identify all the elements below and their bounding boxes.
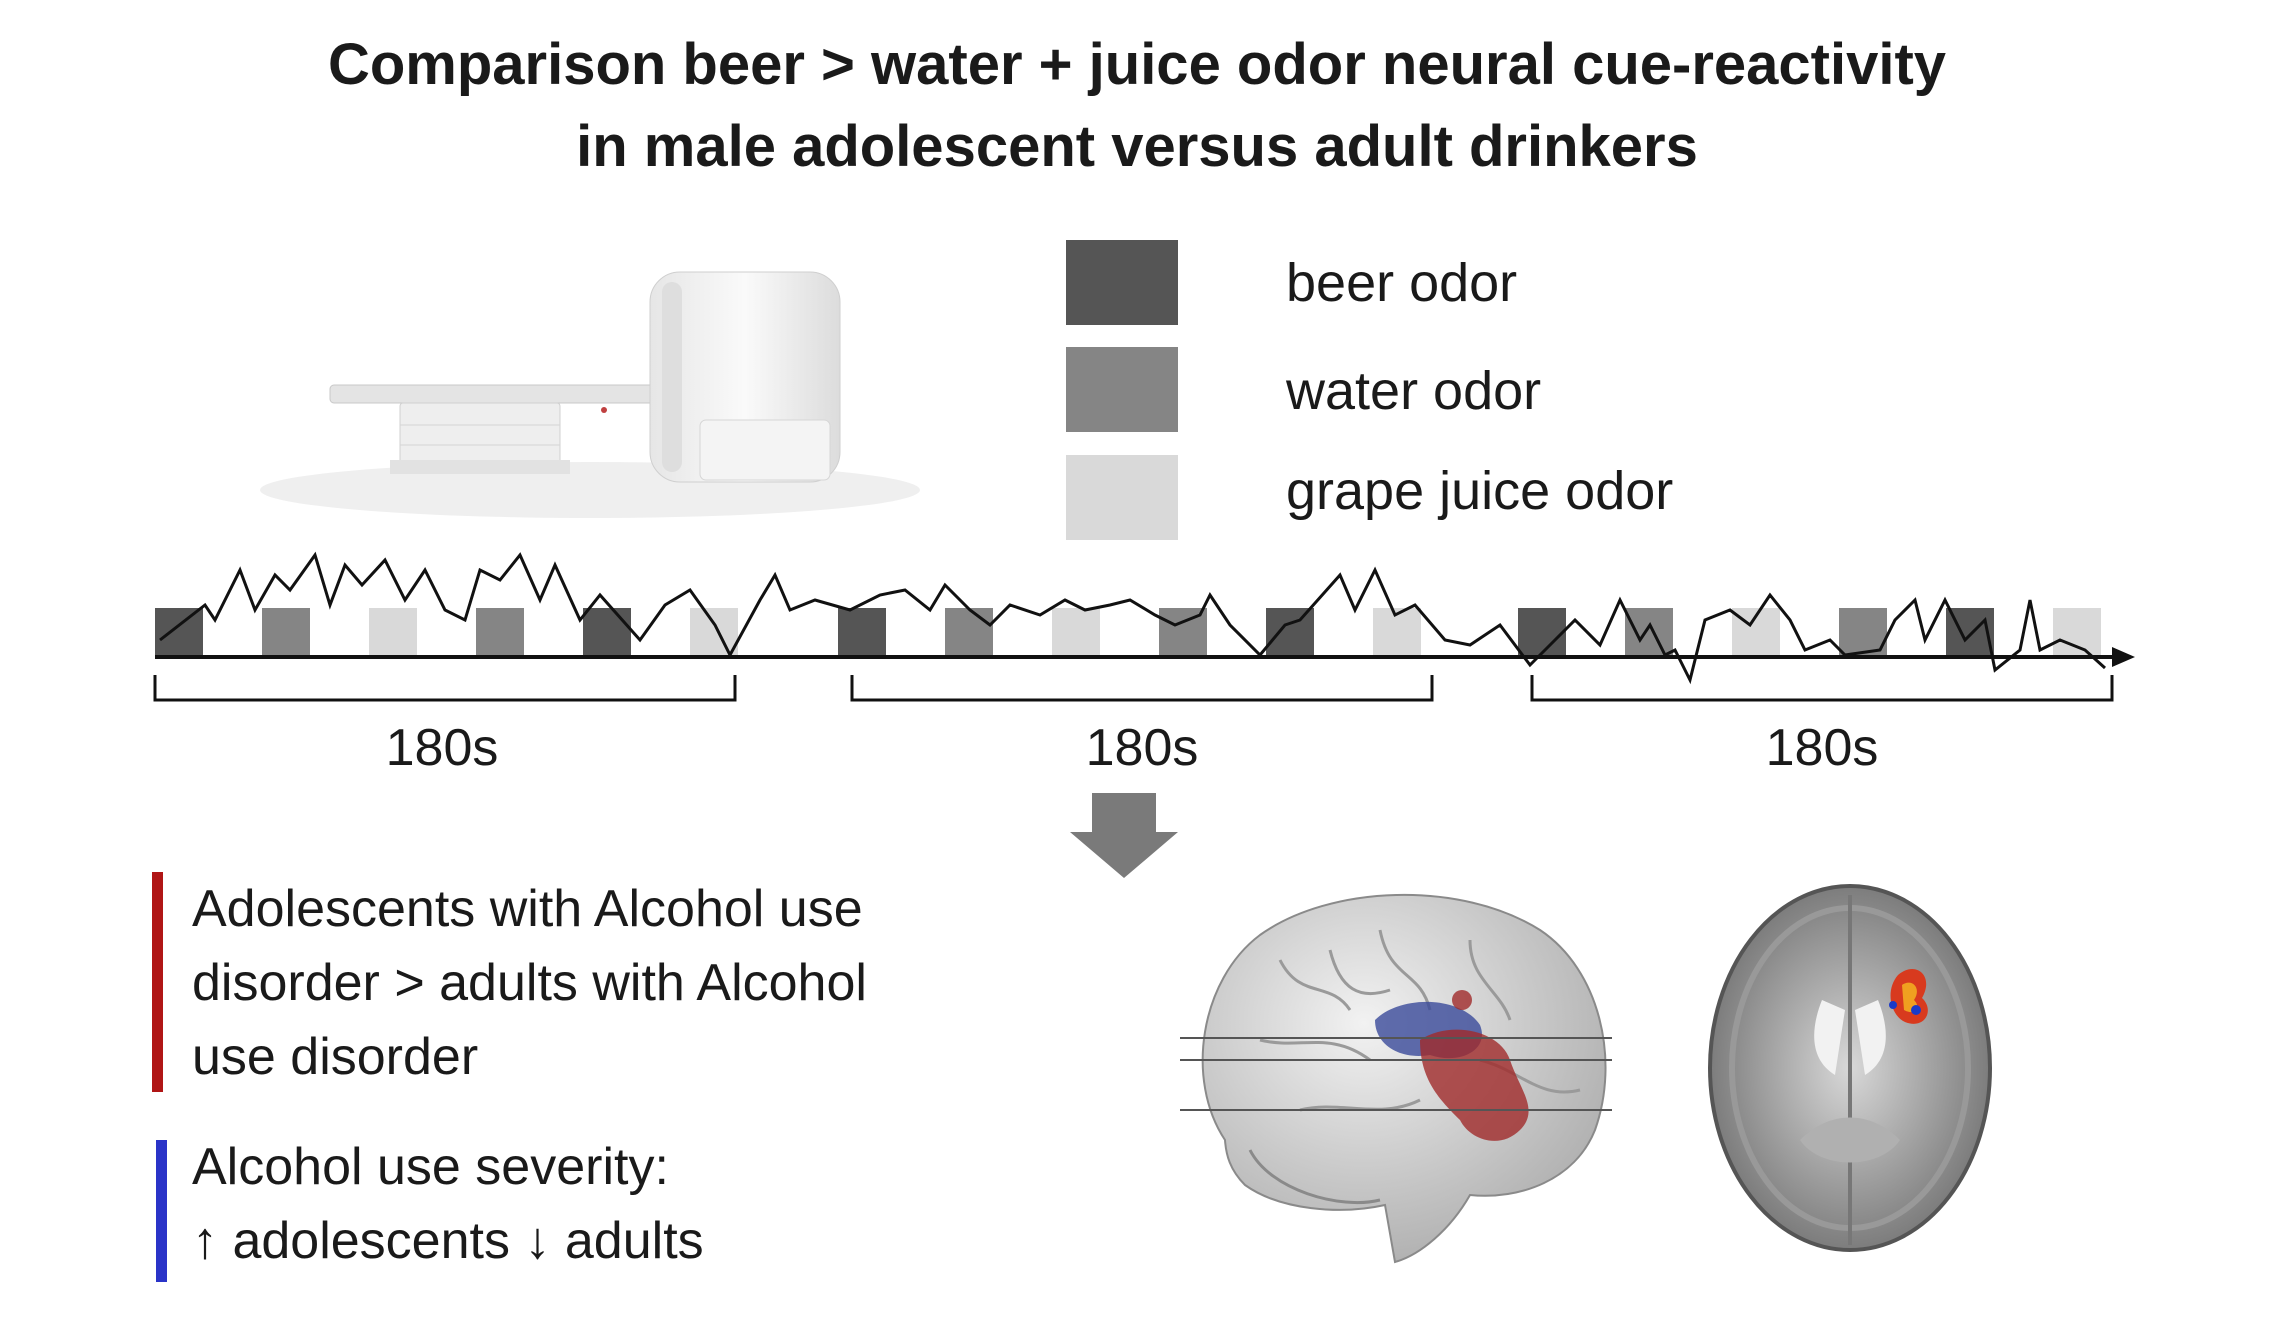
run-bracket-2 <box>850 675 1434 702</box>
stimulus-block-water <box>262 608 310 656</box>
run-bracket-1 <box>153 675 737 702</box>
stimulus-block-beer <box>155 608 203 656</box>
stimulus-block-water <box>1839 608 1887 656</box>
figure-title: Comparison beer > water + juice odor neu… <box>0 24 2274 188</box>
finding-up-label: adolescents <box>232 1212 510 1270</box>
stimulus-block-water <box>945 608 993 656</box>
run-bracket-3 <box>1530 675 2114 702</box>
legend-label-water: water odor <box>1286 361 1542 421</box>
stimulus-block-juice <box>2053 608 2101 656</box>
run-duration-2: 180s <box>1085 719 1199 777</box>
stimulus-block-beer <box>838 608 886 656</box>
brain-lateral-rendering <box>1180 894 1612 1264</box>
arrow-up-icon: ↑ <box>192 1212 218 1270</box>
finding-severity: Alcohol use severity: ↑ adolescents ↓ ad… <box>192 1130 1012 1278</box>
legend-swatch-juice <box>1066 455 1178 540</box>
finding-red-line-2: disorder > adults with Alcohol <box>192 954 867 1012</box>
finding-adolescents-gt-adults: Adolescents with Alcohol use disorder > … <box>192 872 1012 1094</box>
legend-label-beer: beer odor <box>1286 253 1518 313</box>
stimulus-block-juice <box>1052 608 1100 656</box>
stimulus-block-juice <box>1373 608 1421 656</box>
stimulus-block-juice <box>690 608 738 656</box>
bold-signal-trace <box>159 551 2107 685</box>
finding-blue-line-2: ↑ adolescents ↓ adults <box>192 1204 1012 1278</box>
run-duration-1: 180s <box>385 719 499 777</box>
stimulus-block-water <box>1625 608 1673 656</box>
title-line-2: in male adolescent versus adult drinkers <box>576 114 1698 179</box>
stimulus-block-beer <box>1518 608 1566 656</box>
title-line-1: Comparison beer > water + juice odor neu… <box>327 32 1947 97</box>
finding-marker-red <box>152 872 163 1092</box>
stimulus-block-juice <box>369 608 417 656</box>
legend-label-juice: grape juice odor <box>1286 461 1674 521</box>
finding-down-label: adults <box>564 1212 704 1270</box>
brain-axial-slice <box>1708 884 1992 1252</box>
finding-blue-line-1: Alcohol use severity: <box>192 1138 669 1196</box>
finding-marker-blue <box>156 1140 167 1282</box>
legend-swatch-water <box>1066 347 1178 432</box>
stimulus-block-water <box>476 608 524 656</box>
stimulus-block-beer <box>583 608 631 656</box>
stimulus-block-beer <box>1266 608 1314 656</box>
legend-swatch-beer <box>1066 240 1178 325</box>
arrow-down-icon: ↓ <box>524 1212 551 1270</box>
time-axis-arrowhead <box>2112 647 2135 667</box>
finding-red-line-1: Adolescents with Alcohol use <box>192 880 863 938</box>
run-duration-3: 180s <box>1765 719 1879 777</box>
down-arrow-icon <box>1070 793 1178 878</box>
mri-scanner-illustration <box>260 271 920 518</box>
finding-red-line-3: use disorder <box>192 1028 479 1086</box>
